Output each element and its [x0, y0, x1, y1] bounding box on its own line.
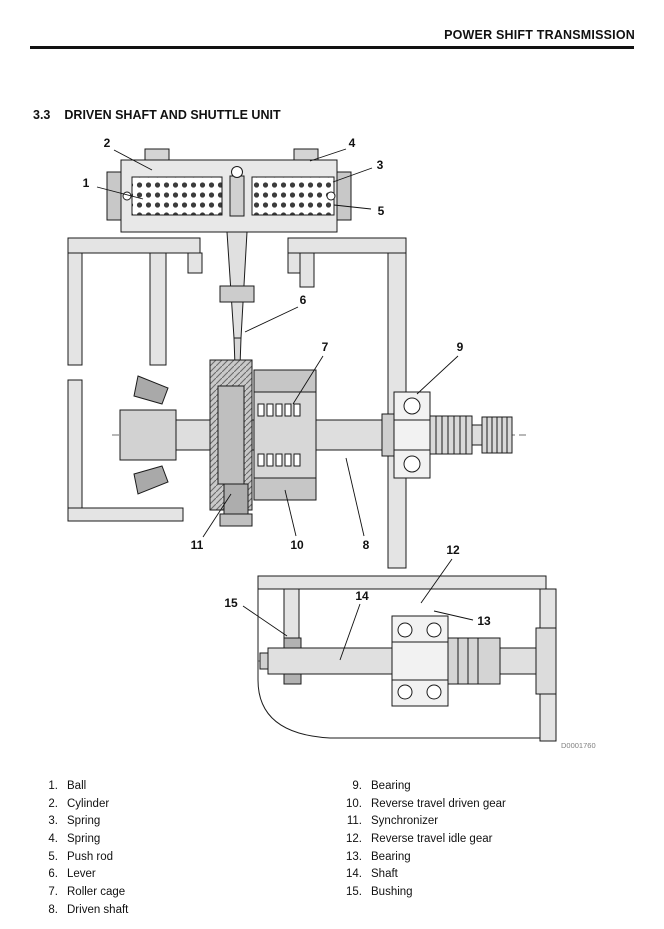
part-row: 11. Synchronizer [340, 812, 506, 830]
section-number: 3.3 [33, 108, 51, 122]
part-number: 2. [48, 797, 58, 810]
part-row: 12. Reverse travel idle gear [340, 830, 506, 848]
part-number: 6. [48, 868, 58, 881]
part-number: 1. [48, 779, 58, 792]
part-row: 9. Bearing [340, 777, 506, 795]
callout-9: 9 [456, 340, 464, 354]
part-row: 14. Shaft [340, 865, 506, 883]
section-heading: DRIVEN SHAFT AND SHUTTLE UNIT [64, 108, 281, 122]
callout-15: 15 [224, 596, 238, 610]
part-number: 9. [352, 779, 362, 792]
part-number: 15. [346, 885, 362, 898]
parts-column-right: 9. Bearing 10. Reverse travel driven gea… [340, 777, 506, 901]
part-label: Shaft [371, 868, 398, 881]
part-row: 10. Reverse travel driven gear [340, 795, 506, 813]
part-number: 11. [346, 815, 362, 828]
part-number: 14. [346, 868, 362, 881]
section-title: 3.3 DRIVEN SHAFT AND SHUTTLE UNIT [33, 108, 281, 122]
part-label: Reverse travel idle gear [371, 832, 493, 845]
callout-13: 13 [477, 614, 491, 628]
parts-column-left: 1. Ball 2. Cylinder 3. Spring 4. Spring … [36, 777, 128, 919]
part-label: Ball [67, 779, 87, 792]
callout-1: 1 [82, 176, 90, 190]
part-label: Reverse travel driven gear [371, 797, 506, 810]
transmission-housing [67, 237, 407, 569]
part-number: 10. [346, 797, 362, 810]
part-label: Cylinder [67, 797, 110, 810]
part-row: 13. Bearing [340, 848, 506, 866]
part-row: 3. Spring [36, 812, 128, 830]
part-number: 3. [48, 815, 58, 828]
reverse-idle-assembly [257, 575, 557, 742]
callout-leader-lines [96, 148, 474, 661]
part-label: Spring [67, 815, 101, 828]
part-label: Push rod [67, 850, 114, 863]
part-row: 5. Push rod [36, 848, 128, 866]
cylinder-assembly [106, 148, 352, 233]
part-label: Lever [67, 868, 96, 881]
header-rule [30, 46, 634, 49]
part-number: 12. [346, 832, 362, 845]
part-number: 13. [346, 850, 362, 863]
part-row: 2. Cylinder [36, 795, 128, 813]
callout-6: 6 [299, 293, 307, 307]
part-label: Bearing [371, 850, 411, 863]
part-label: Spring [67, 832, 101, 845]
part-row: 15. Bushing [340, 883, 506, 901]
part-row: 1. Ball [36, 777, 128, 795]
part-number: 8. [48, 903, 58, 916]
part-label: Bushing [371, 885, 413, 898]
part-label: Roller cage [67, 885, 126, 898]
callout-14: 14 [355, 589, 369, 603]
callout-11: 11 [190, 538, 204, 552]
callout-8: 8 [362, 538, 370, 552]
callout-12: 12 [446, 543, 460, 557]
part-row: 4. Spring [36, 830, 128, 848]
part-number: 7. [48, 885, 58, 898]
callout-3: 3 [376, 158, 384, 172]
part-label: Driven shaft [67, 903, 129, 916]
callout-7: 7 [321, 340, 329, 354]
part-number: 5. [48, 850, 58, 863]
callout-10: 10 [290, 538, 304, 552]
part-label: Synchronizer [371, 815, 439, 828]
callout-2: 2 [103, 136, 111, 150]
driven-shaft-assembly [112, 359, 528, 527]
callout-4: 4 [348, 136, 356, 150]
part-label: Bearing [371, 779, 411, 792]
callout-5: 5 [377, 204, 385, 218]
part-row: 7. Roller cage [36, 883, 128, 901]
page-header-title: POWER SHIFT TRANSMISSION [444, 28, 635, 42]
figure-code: D0001760 [561, 741, 596, 750]
part-row: 8. Driven shaft [36, 901, 128, 919]
part-number: 4. [48, 832, 58, 845]
part-row: 6. Lever [36, 865, 128, 883]
